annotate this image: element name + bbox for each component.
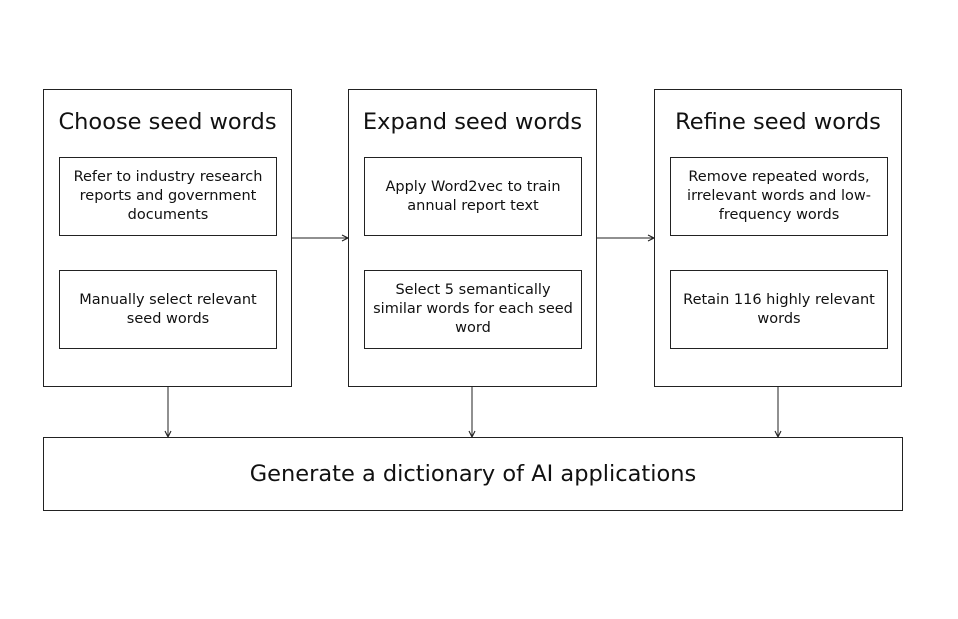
step-box-remove-words: Remove repeated words, irrelevant words … bbox=[670, 157, 888, 236]
column-title: Choose seed words bbox=[58, 109, 277, 135]
step-label: Select 5 semantically similar words for … bbox=[373, 282, 573, 336]
column-title: Refine seed words bbox=[675, 109, 881, 135]
step-box-word2vec: Apply Word2vec to train annual report te… bbox=[364, 157, 582, 236]
step-box-retain-words: Retain 116 highly relevant words bbox=[670, 270, 888, 349]
step-label: Retain 116 highly relevant words bbox=[683, 291, 875, 327]
step-label: Remove repeated words, irrelevant words … bbox=[687, 169, 871, 223]
result-box: Generate a dictionary of AI applications bbox=[43, 437, 903, 511]
step-label: Refer to industry research reports and g… bbox=[73, 169, 263, 223]
step-box-similar-words: Select 5 semantically similar words for … bbox=[364, 270, 582, 349]
column-title: Expand seed words bbox=[362, 109, 583, 135]
column-expand-seed-words: Expand seed words Apply Word2vec to trai… bbox=[348, 89, 597, 387]
column-refine-seed-words: Refine seed words Remove repeated words,… bbox=[654, 89, 902, 387]
column-choose-seed-words: Choose seed words Refer to industry rese… bbox=[43, 89, 292, 387]
step-box-manual-select: Manually select relevant seed words bbox=[59, 270, 277, 349]
step-label: Manually select relevant seed words bbox=[79, 291, 257, 327]
step-label: Apply Word2vec to train annual report te… bbox=[385, 178, 561, 214]
step-box-research-reports: Refer to industry research reports and g… bbox=[59, 157, 277, 236]
result-label: Generate a dictionary of AI applications bbox=[249, 461, 697, 487]
